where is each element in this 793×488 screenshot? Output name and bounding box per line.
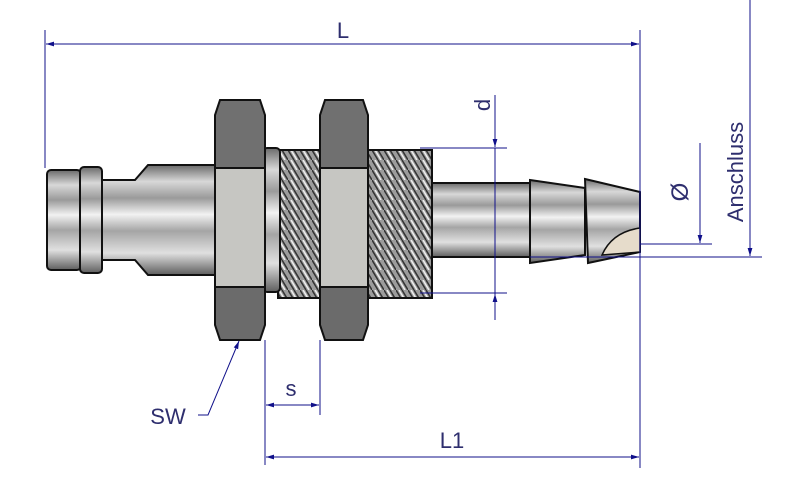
label-anschluss: Anschluss	[723, 122, 748, 222]
thread-section-2	[365, 149, 433, 299]
label-diameter: Ø	[667, 183, 694, 202]
hose-barb-1	[529, 178, 586, 265]
label-SW: SW	[150, 404, 186, 429]
plug-nose	[46, 169, 82, 271]
hex-nut-1	[214, 99, 266, 341]
hose-shaft	[431, 182, 533, 258]
label-s: s	[286, 376, 297, 401]
plug-part	[46, 99, 641, 341]
label-d: d	[470, 99, 495, 111]
label-L1: L1	[440, 428, 464, 453]
hex-nut-2	[319, 99, 369, 341]
plug-groove-ring	[79, 166, 103, 274]
plug-neck	[101, 164, 216, 276]
label-L: L	[337, 18, 349, 43]
thread-section-1	[277, 149, 323, 299]
dimension-lines	[44, 0, 762, 468]
dim-sw-leader	[198, 340, 240, 416]
